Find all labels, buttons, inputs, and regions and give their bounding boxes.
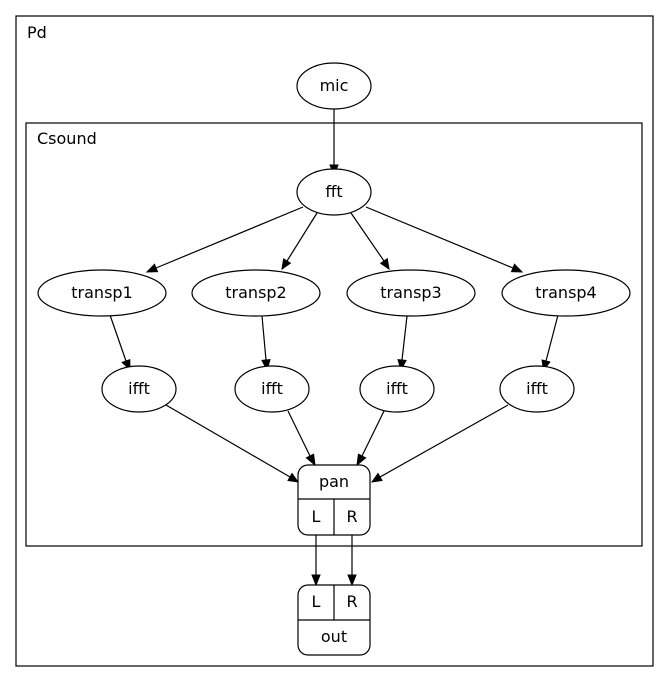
node-fft-shape [296, 168, 372, 216]
node-ifft2-label: ifft [261, 379, 283, 398]
node-transp3-label: transp3 [380, 283, 441, 302]
node-ifft4: ifft [499, 365, 575, 413]
edge-transp3-ifft3 [401, 315, 408, 361]
arrow-pan-r-out-r [347, 574, 357, 587]
node-transp4: transp4 [501, 269, 631, 317]
node-ifft1: ifft [101, 365, 177, 413]
edge-fft-transp1 [155, 206, 304, 269]
node-out: L R out [297, 584, 371, 656]
node-transp4-label: transp4 [535, 283, 596, 302]
node-transp1: transp1 [37, 269, 167, 317]
node-transp4-shape [501, 269, 631, 317]
node-ifft4-shape [499, 365, 575, 413]
node-ifft3-label: ifft [386, 379, 408, 398]
node-ifft1-shape [101, 365, 177, 413]
edge-ifft2-pan [287, 410, 311, 457]
node-mic-label: mic [320, 76, 349, 95]
arrow-transp2-ifft2 [261, 359, 271, 372]
cluster-pd-border [15, 15, 654, 667]
arrow-ifft2-pan [305, 453, 316, 467]
node-ifft3: ifft [359, 365, 435, 413]
edge-transp4-ifft4 [545, 314, 559, 362]
arrow-fft-transp2 [281, 258, 292, 271]
node-pan-port-l: L [312, 507, 321, 526]
edges [109, 109, 559, 587]
edge-ifft1-pan [165, 404, 291, 478]
node-pan-port-r: R [346, 507, 357, 526]
edge-fft-transp3 [350, 212, 385, 262]
node-pan: pan L R [297, 464, 371, 536]
node-transp2-label: transp2 [225, 283, 286, 302]
edge-fft-transp4 [365, 206, 514, 269]
arrow-pan-l-out-l [311, 574, 321, 587]
node-ifft2: ifft [234, 365, 310, 413]
edge-transp2-ifft2 [261, 315, 267, 361]
arrow-fft-transp1 [145, 263, 159, 273]
node-mic: mic [296, 62, 372, 110]
node-transp1-shape [37, 269, 167, 317]
node-pan-label: pan [319, 472, 349, 491]
cluster-csound-label: Csound [37, 129, 97, 148]
node-fft: fft [296, 168, 372, 216]
node-transp2: transp2 [191, 269, 321, 317]
node-out-label: out [321, 627, 347, 646]
node-ifft1-label: ifft [128, 379, 150, 398]
node-out-port-l: L [312, 592, 321, 611]
node-fft-label: fft [325, 182, 342, 201]
cluster-pd: Pd [15, 15, 654, 667]
arrow-fft-transp3 [379, 257, 390, 271]
edge-transp1-ifft1 [109, 314, 127, 362]
edge-ifft4-pan [379, 404, 509, 478]
node-transp1-label: transp1 [71, 283, 132, 302]
node-out-port-r: R [346, 592, 357, 611]
arrow-fft-transp4 [510, 263, 524, 273]
node-mic-shape [296, 62, 372, 110]
node-ifft4-label: ifft [526, 379, 548, 398]
edge-ifft3-pan [361, 410, 385, 457]
node-ifft2-shape [234, 365, 310, 413]
node-ifft3-shape [359, 365, 435, 413]
node-transp2-shape [191, 269, 321, 317]
node-transp3-shape [346, 269, 476, 317]
arrow-ifft1-pan [287, 472, 300, 483]
arrow-transp3-ifft3 [397, 359, 407, 372]
cluster-pd-label: Pd [27, 23, 47, 42]
edge-fft-transp2 [286, 212, 318, 262]
node-transp3: transp3 [346, 269, 476, 317]
arrow-ifft3-pan [356, 453, 367, 467]
arrow-ifft4-pan [370, 472, 383, 483]
